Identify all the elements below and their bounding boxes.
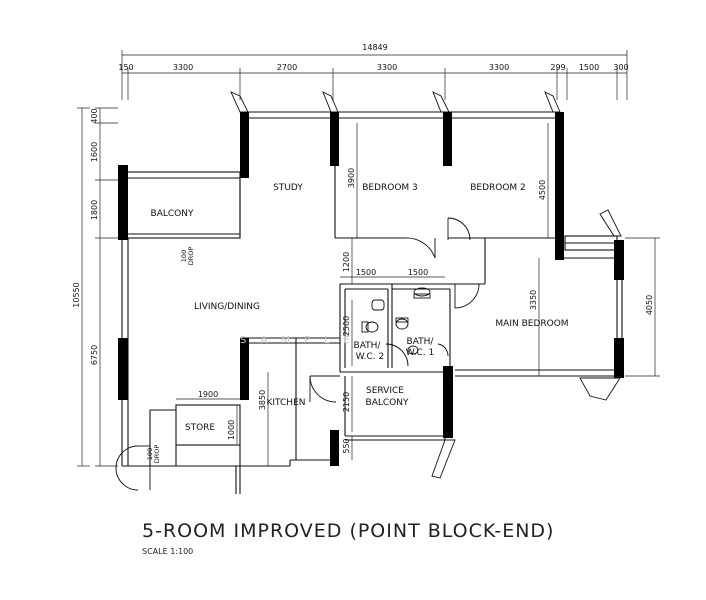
drop-note-upper: 100DROP <box>180 247 195 266</box>
dimension-lines <box>77 50 660 467</box>
room-label-living-dining: LIVING/DINING <box>194 302 260 312</box>
thin-walls <box>121 111 623 494</box>
dim-service-2150: 2150 <box>342 392 351 412</box>
structural-columns <box>118 112 624 466</box>
room-label-study: STUDY <box>273 183 303 193</box>
dim-top-150: 150 <box>118 63 133 72</box>
dim-left-1600: 1600 <box>90 142 99 162</box>
dim-bath-2500: 2500 <box>342 316 351 336</box>
dim-left-400: 400 <box>90 108 99 123</box>
dim-store-1000: 1000 <box>227 420 236 440</box>
dim-top-2700: 2700 <box>277 63 297 72</box>
dim-1200: 1200 <box>342 252 351 272</box>
text-line: DROP <box>187 247 195 266</box>
room-label-bedroom-2: BEDROOM 2 <box>470 183 526 193</box>
drop-note-lower-text: 100DROP <box>146 445 161 464</box>
dim-top-3300-a: 3300 <box>173 63 193 72</box>
drop-note-upper-text: 100DROP <box>180 247 195 266</box>
room-label-bath-wc2-line2: W.C. 2 <box>356 352 384 362</box>
door-swings <box>115 217 480 491</box>
dim-study-3900: 3900 <box>347 168 356 188</box>
dim-top-1500: 1500 <box>579 63 599 72</box>
dim-store-1900: 1900 <box>198 390 218 399</box>
room-label-bath-wc1-line2: W.C. 1 <box>406 348 434 358</box>
drop-note-lower: 100DROP <box>146 445 161 464</box>
dim-bath1-1500: 1500 <box>408 268 428 277</box>
room-label-bath-wc1-line1: BATH/ <box>407 337 435 347</box>
dim-overall-height: 10550 <box>72 282 81 307</box>
plan-title: 5-ROOM IMPROVED (POINT BLOCK-END) <box>142 520 555 542</box>
dim-right-4050: 4050 <box>645 295 654 315</box>
room-label-service-balcony-line1: SERVICE <box>366 386 404 396</box>
room-labels: STUDY BEDROOM 3 BEDROOM 2 BALCONY LIVING… <box>151 183 569 433</box>
dim-top-3300-c: 3300 <box>489 63 509 72</box>
dim-550: 550 <box>342 438 351 453</box>
room-label-kitchen: KITCHEN <box>267 398 306 408</box>
dim-top-299: 299 <box>550 63 565 72</box>
room-label-bedroom-3: BEDROOM 3 <box>362 183 418 193</box>
dim-main-bed-3350: 3350 <box>529 290 538 310</box>
dim-top-300: 300 <box>613 63 628 72</box>
plan-scale: SCALE 1:100 <box>142 547 194 556</box>
room-label-store: STORE <box>185 423 216 433</box>
dim-overall-width: 14849 <box>362 43 387 52</box>
dim-left-1800: 1800 <box>90 200 99 220</box>
room-label-balcony: BALCONY <box>151 209 194 219</box>
dim-left-6750: 6750 <box>90 345 99 365</box>
dim-kitchen-3850: 3850 <box>258 390 267 410</box>
room-label-main-bedroom: MAIN BEDROOM <box>495 319 568 329</box>
dim-left-segments: 400 1600 1800 6750 <box>90 108 99 365</box>
bath-fixtures <box>361 287 431 355</box>
text-line: 100 <box>180 250 188 262</box>
dim-top-segments: 150 3300 2700 3300 3300 299 1500 300 <box>118 63 628 72</box>
dim-bath2-1500: 1500 <box>356 268 376 277</box>
text-line: DROP <box>153 445 161 464</box>
watermark-text: SAMPLE <box>240 335 364 346</box>
room-label-bath-wc2-line1: BATH/ <box>354 341 382 351</box>
dim-top-3300-b: 3300 <box>377 63 397 72</box>
room-label-service-balcony-line2: BALCONY <box>366 398 409 408</box>
dim-bed2-4500: 4500 <box>538 180 547 200</box>
